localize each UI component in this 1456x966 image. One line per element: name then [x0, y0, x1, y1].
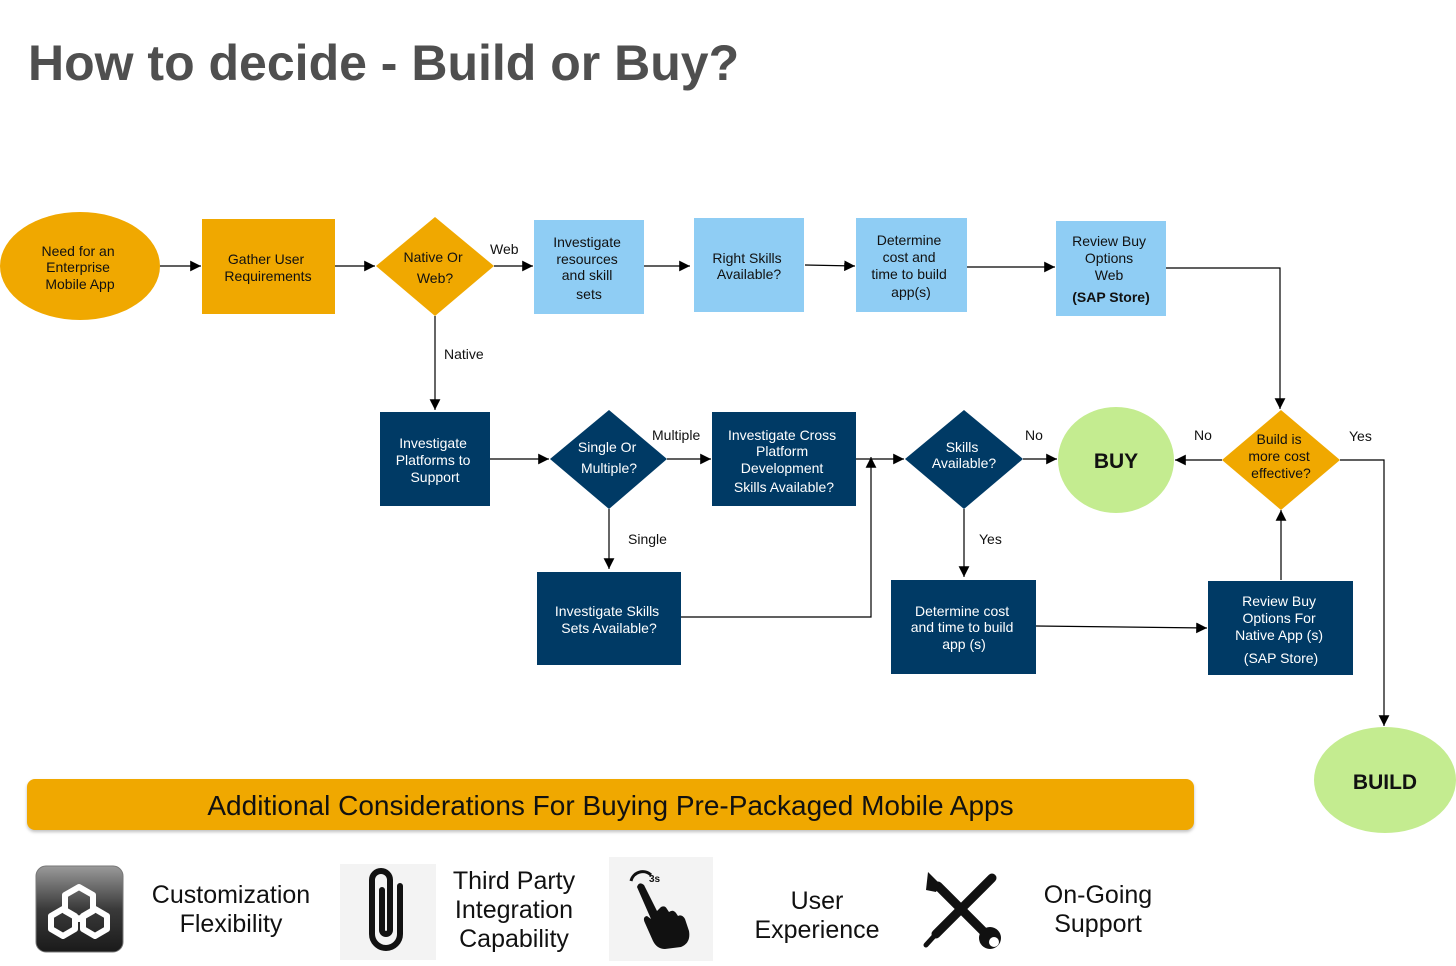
node-review-buy-web: Review Buy Options Web (SAP Store): [1056, 221, 1166, 316]
svg-text:Review Buy Options For: Review Buy Options For Native App (s) (S…: [1235, 593, 1327, 666]
svg-text:BUY: BUY: [1094, 450, 1138, 473]
edge-label-web: Web: [490, 241, 519, 257]
svg-text:Determine cost and: Determine cost and time to build app(s): [871, 232, 950, 300]
edge-label-multiple: Multiple: [652, 427, 700, 443]
svg-text:Investigate Skills Sets: Investigate Skills Sets Available?: [555, 603, 663, 636]
edge-cost-native-review: [1035, 622, 1208, 634]
considerations-banner-text: Additional Considerations For Buying Pre…: [207, 790, 1014, 821]
svg-text:Investigate resources: Investigate resources and skill sets: [553, 234, 625, 302]
svg-text:Investigate Cross Platfo: Investigate Cross Platform Development S…: [728, 427, 840, 495]
decision-build-cost-effective: Build is more cost effective?: [1222, 410, 1340, 510]
consideration-customization: Customization Flexibility: [151, 881, 311, 938]
node-investigate-skill-sets: Investigate Skills Sets Available?: [537, 572, 681, 665]
svg-text:Single Or Multiple?: Single Or Multiple?: [578, 439, 640, 476]
node-right-skills: Right Skills Available?: [694, 218, 804, 312]
svg-text:Investigate Platforms to: Investigate Platforms to Support: [396, 435, 475, 485]
paperclip-icon: [340, 864, 436, 960]
edge-review-web-to-decision: [1166, 267, 1286, 409]
node-gather-requirements: Gather User Requirements: [202, 219, 335, 314]
edge-decision-yes-build: [1340, 459, 1390, 726]
node-investigate-resources: Investigate resources and skill sets: [534, 220, 644, 314]
node-investigate-platforms: Investigate Platforms to Support: [380, 412, 490, 506]
edge-skills-cost: [804, 260, 856, 272]
svg-text:Gather User Requirements: Gather User Requirements: [224, 251, 311, 284]
edge-label-yes-skills: Yes: [979, 531, 1002, 547]
wrench-screwdriver-icon: [920, 868, 1004, 952]
node-review-buy-native: Review Buy Options For Native App (s) (S…: [1208, 581, 1353, 675]
considerations-banner: Additional Considerations For Buying Pre…: [27, 779, 1194, 830]
edge-label-no-skills: No: [1025, 427, 1043, 443]
consideration-support: On-Going Support: [1043, 881, 1153, 938]
cube-app-icon: [35, 865, 124, 953]
svg-text:BUILD: BUILD: [1353, 771, 1417, 794]
edge-label-single: Single: [628, 531, 667, 547]
edge-label-no-build: No: [1194, 427, 1212, 443]
consideration-user-experience: User Experience: [754, 887, 880, 944]
svg-text:Native Or Web?: Native Or Web?: [403, 249, 466, 286]
svg-text:Build is more cost: Build is more cost effective?: [1248, 431, 1313, 481]
node-build: BUILD: [1314, 727, 1456, 833]
decision-skills-available: Skills Available?: [905, 410, 1023, 509]
consideration-third-party: Third Party Integration Capability: [452, 867, 576, 953]
svg-text:Determine cost and time: Determine cost and time to build app (s): [911, 603, 1018, 652]
node-need-mobile-app: Need for an Enterprise Mobile App: [0, 212, 160, 320]
node-buy: BUY: [1058, 407, 1174, 513]
svg-text:Review Buy Options: Review Buy Options Web (SAP Store): [1072, 233, 1150, 305]
svg-text:3s: 3s: [649, 874, 661, 885]
node-determine-cost-web: Determine cost and time to build app(s): [856, 218, 967, 312]
edge-label-yes-build: Yes: [1349, 428, 1372, 444]
touch-hand-icon: 3s: [609, 857, 713, 961]
edge-label-native: Native: [444, 346, 484, 362]
decision-native-or-web: Native Or Web?: [376, 217, 494, 316]
node-investigate-cross-platform: Investigate Cross Platform Development S…: [712, 412, 856, 506]
decision-single-or-multiple: Single Or Multiple?: [550, 410, 667, 509]
svg-text:Skills Available?: Skills Available?: [932, 439, 997, 471]
node-determine-cost-native: Determine cost and time to build app (s): [891, 580, 1036, 674]
page-title: How to decide - Build or Buy?: [28, 35, 740, 91]
node-need-text: Need for an Enterprise Mobile App: [41, 243, 118, 292]
svg-text:Right Skills Available?: Right Skills Available?: [712, 250, 785, 282]
edge-skillsets-to-skills: [681, 457, 877, 618]
connectors: [160, 260, 1390, 726]
